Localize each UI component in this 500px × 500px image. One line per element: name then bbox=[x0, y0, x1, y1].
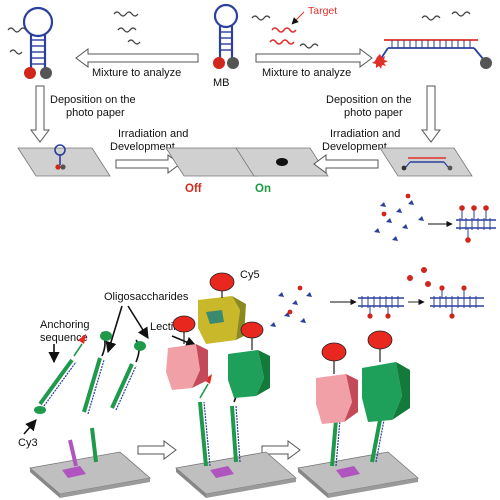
label-pointers-bottom-left bbox=[23, 305, 149, 435]
photo-paper-duplex bbox=[379, 147, 473, 177]
assembled-chain-top bbox=[456, 205, 496, 243]
free-red-dots bbox=[407, 267, 431, 287]
hybrid-duplex-right bbox=[372, 11, 492, 69]
irradiation-label-right-1: Irradiation and bbox=[330, 128, 400, 140]
anchored-strand-3 bbox=[110, 339, 146, 411]
anchoring-label-2: sequence bbox=[40, 332, 88, 344]
mb-probe-left bbox=[22, 6, 54, 79]
mixture-arrow-right: Mixture to analyze bbox=[255, 48, 373, 79]
irradiation-label-left-1: Irradiation and bbox=[118, 128, 188, 140]
off-label: Off bbox=[185, 183, 202, 195]
photo-paper-on bbox=[235, 147, 329, 177]
cy5-label: Cy5 bbox=[240, 269, 260, 281]
irradiation-label-right-2: Development bbox=[322, 141, 387, 153]
lectin-green-bound bbox=[362, 330, 410, 422]
slide-2 bbox=[175, 451, 297, 498]
assembled-chain-bottom-2 bbox=[430, 285, 484, 319]
stage-arrow-1 bbox=[137, 440, 177, 460]
strands-stage-3 bbox=[330, 419, 385, 467]
target-label: Target bbox=[308, 5, 337, 17]
mixture-label-left: Mixture to analyze bbox=[92, 67, 181, 79]
anchored-strand-1 bbox=[34, 334, 86, 414]
mb-probe-center: MB bbox=[213, 3, 239, 89]
lectin-green-mid bbox=[228, 321, 270, 398]
deposition-label-left-1: Deposition on the bbox=[50, 94, 136, 106]
anchoring-label-1: Anchoring bbox=[40, 319, 90, 331]
assembled-chain-bottom-1 bbox=[358, 296, 404, 319]
lectin-yellow bbox=[198, 272, 246, 344]
cy3-label: Cy3 bbox=[18, 437, 38, 449]
slide-1 bbox=[29, 451, 151, 498]
irradiation-arrow-right: Irradiation and Development bbox=[313, 128, 400, 174]
deposition-arrow-left: Deposition on the photo paper bbox=[30, 85, 136, 143]
deposition-label-right-2: photo paper bbox=[344, 107, 403, 119]
deposition-label-left-2: photo paper bbox=[66, 107, 125, 119]
anchored-strand-2 bbox=[82, 331, 112, 415]
on-label: On bbox=[255, 183, 271, 195]
photo-paper-1 bbox=[17, 144, 111, 177]
irradiation-arrow-left: Irradiation and Development bbox=[110, 128, 188, 174]
target-strands bbox=[251, 11, 319, 49]
oligosaccharides-label: Oligosaccharides bbox=[104, 291, 189, 303]
free-glyphs-top bbox=[374, 193, 424, 241]
free-glyphs-bottom bbox=[270, 285, 312, 327]
slide-3 bbox=[297, 451, 419, 498]
mixture-label-right: Mixture to analyze bbox=[262, 67, 351, 79]
anchored-strand-4 bbox=[68, 427, 98, 467]
lectin-pink-bound bbox=[316, 342, 358, 424]
irradiation-label-left-2: Development bbox=[110, 141, 175, 153]
mixture-arrow-left: Mixture to analyze bbox=[75, 48, 199, 79]
lectin-pink-mid bbox=[166, 315, 208, 390]
mb-label: MB bbox=[213, 77, 230, 89]
analyte-squiggles-left bbox=[7, 11, 141, 55]
deposition-label-right-1: Deposition on the bbox=[326, 94, 412, 106]
deposition-arrow-right: Deposition on the photo paper bbox=[326, 85, 441, 143]
